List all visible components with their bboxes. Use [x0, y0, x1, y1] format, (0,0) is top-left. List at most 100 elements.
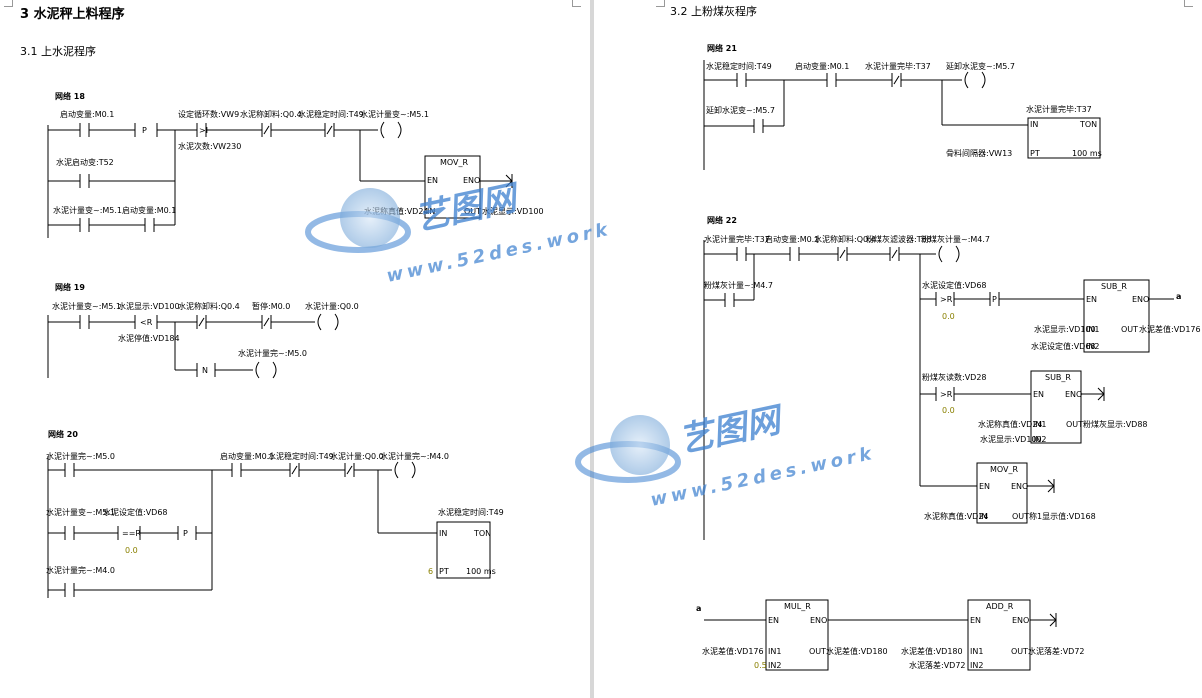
pin-in: IN: [439, 529, 448, 538]
coil-label: 延卸水泥变~:M5.7: [946, 62, 1016, 71]
operand-label: 水泥称真值:VD24: [364, 207, 429, 216]
pin-eno: ENO: [1065, 390, 1083, 399]
pin-en: EN: [1033, 390, 1045, 399]
pin-in2: IN2: [1086, 342, 1100, 351]
network-18-title: 网络 18: [55, 92, 85, 101]
compare-value: 0.0: [942, 406, 955, 415]
contact-label: 水泥显示:VD100: [118, 302, 180, 311]
network-21-title: 网络 21: [707, 44, 737, 53]
contact-label: 水泥稳定时间:T49: [298, 110, 364, 119]
compare-value: 0.0: [125, 546, 138, 555]
compare-symbol: >I: [199, 126, 209, 135]
block-title: MOV_R: [990, 465, 1019, 474]
preset-value: 6: [428, 567, 434, 576]
coil-label: 水泥计量:Q0.0: [305, 302, 359, 311]
contact-label: 启动变量:M0.1: [765, 235, 820, 244]
network-20-title: 网络 20: [48, 430, 78, 439]
compare-symbol: >R: [940, 295, 953, 304]
timebase: 100 ms: [466, 567, 496, 576]
pin-in1: IN1: [1086, 325, 1100, 334]
pin-in2: IN2: [1033, 435, 1047, 444]
pin-out: OUT: [1012, 512, 1030, 521]
connector-a: a: [696, 604, 702, 613]
pin-en: EN: [979, 482, 991, 491]
pin-in2: IN2: [768, 661, 782, 670]
block-title: ADD_R: [986, 602, 1014, 611]
contact-label: 水泥计量完~:M4.0: [46, 566, 116, 575]
pin-en: EN: [427, 176, 439, 185]
compare-value: 0.0: [942, 312, 955, 321]
operand-label: 水泥显示:VD100: [482, 207, 544, 216]
subsection-title: 3.1 上水泥程序: [20, 45, 96, 58]
compare-symbol: >R: [940, 390, 953, 399]
contact-label: 水泥计量完~:M5.0: [46, 452, 116, 461]
contact-label: 水泥计量变~:M5.1: [53, 206, 123, 215]
compare-operand: 水泥停值:VD184: [118, 334, 180, 343]
operand-label: 粉煤灰显示:VD88: [1083, 420, 1148, 429]
coil-label: 水泥计量完~:M5.0: [238, 349, 308, 358]
pin-in: IN: [427, 207, 436, 216]
pin-in: IN: [1030, 120, 1039, 129]
contact-label: 水泥计量完毕:T37: [865, 62, 931, 71]
contact-symbol: P: [183, 529, 188, 538]
network-22-title: 网络 22: [707, 216, 737, 225]
contact-label: 水泥计量完毕:T37: [704, 235, 770, 244]
operand-label: 水泥显示:VD100: [1034, 325, 1096, 334]
operand-label: 水泥差值:VD180: [901, 647, 963, 656]
contact-label: 水泥计量变~:M5.1: [52, 302, 122, 311]
operand-label: 水泥落差:VD72: [1028, 647, 1085, 656]
pin-out: OUT: [1011, 647, 1029, 656]
crop-mark: [656, 0, 665, 7]
pin-eno: ENO: [1011, 482, 1029, 491]
contact-symbol: P: [142, 126, 147, 135]
contact-label: 水泥称卸料:Q0.4: [814, 235, 876, 244]
contact-label: 粉煤灰读数:VD28: [922, 373, 987, 382]
timebase: 100 ms: [1072, 149, 1102, 158]
operand-label: 水泥设定值:VD68: [1031, 342, 1096, 351]
contact-label: 延卸水泥变~:M5.7: [706, 106, 776, 115]
timer-label: 水泥计量完毕:T37: [1026, 105, 1092, 114]
operand-label: 骨料间隔器:VW13: [946, 149, 1013, 158]
contact-label: 水泥计量变~:M5.1: [46, 508, 116, 517]
contact-label: 水泥设定值:VD68: [103, 508, 168, 517]
block-title: MUL_R: [784, 602, 811, 611]
contact-label: 暂停:M0.0: [252, 302, 291, 311]
subsection-title: 3.2 上粉煤灰程序: [670, 5, 757, 18]
pin-pt: PT: [1030, 149, 1040, 158]
pin-out: OUT: [464, 207, 482, 216]
contact-label: 启动变量:M0.1: [60, 110, 115, 119]
pin-eno: ENO: [1132, 295, 1150, 304]
contact-label: 启动变量:M0.1: [220, 452, 275, 461]
contact-symbol: P: [992, 295, 997, 304]
pin-in1: IN1: [970, 647, 984, 656]
contact-symbol: N: [202, 366, 208, 375]
compare-symbol: <R: [140, 318, 153, 327]
operand-label: 水泥称真值:VD24: [978, 420, 1043, 429]
ladder-diagram-left: [47, 121, 513, 598]
crop-mark: [1184, 0, 1193, 7]
pin-in2: IN2: [970, 661, 984, 670]
pin-eno: ENO: [1012, 616, 1030, 625]
contact-label: 粉煤灰滤波器:T38: [866, 235, 932, 244]
block-title: MOV_R: [440, 158, 469, 167]
pin-out: OUT: [809, 647, 827, 656]
pin-pt: PT: [439, 567, 449, 576]
left-page: 3 水泥秤上料程序 3.1 上水泥程序: [0, 0, 590, 698]
pin-en: EN: [1086, 295, 1098, 304]
pin-en: EN: [768, 616, 780, 625]
pin-in1: IN1: [768, 647, 782, 656]
contact-label: 设定循环数:VW9: [178, 110, 240, 119]
pin-in: IN: [979, 512, 988, 521]
contact-label: 水泥稳定时间:T49: [706, 62, 772, 71]
contact-label: 水泥启动变:T52: [56, 158, 114, 167]
section-title: 3 水泥秤上料程序: [20, 7, 125, 22]
operand-label: 水泥差值:VD176: [1139, 325, 1201, 334]
compare-operand: 水泥次数:VW230: [178, 142, 242, 151]
operand-label: 水泥称真值:VD24: [924, 512, 989, 521]
pin-ton: TON: [1080, 120, 1098, 129]
block-title: SUB_R: [1101, 282, 1127, 291]
contact-label: 水泥计量:Q0.0: [330, 452, 384, 461]
contact-label: 水泥称卸料:Q0.4: [178, 302, 240, 311]
pin-eno: ENO: [810, 616, 828, 625]
operand-label: 称1显示值:VD168: [1029, 512, 1096, 521]
